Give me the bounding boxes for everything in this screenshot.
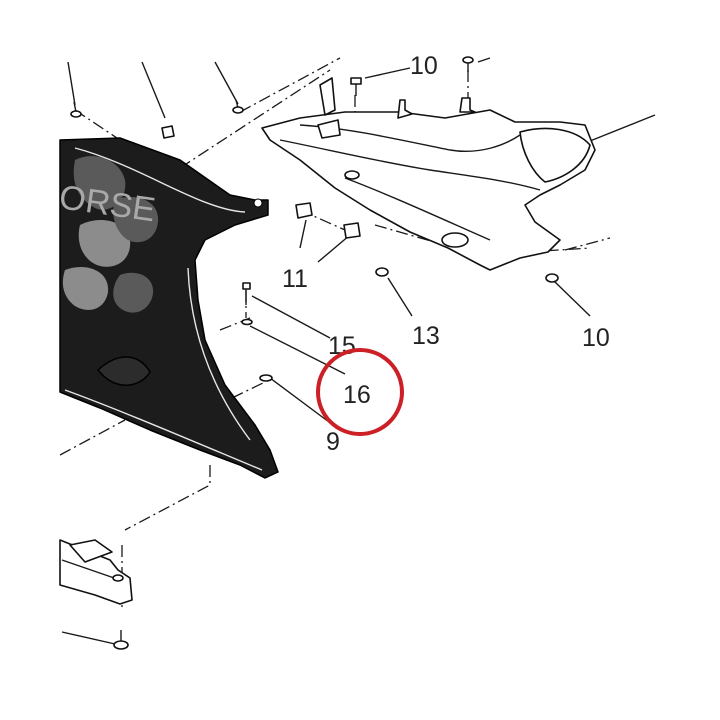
clip-nut-icon	[343, 222, 361, 239]
screw-icon	[545, 273, 559, 283]
callout-9: 9	[326, 428, 340, 456]
screw-icon	[350, 77, 362, 96]
highlight-circle	[316, 348, 404, 436]
screw-icon	[232, 99, 244, 114]
screw-icon	[375, 267, 389, 277]
side-fairing-panel: ORSE	[57, 137, 279, 479]
bolt-icon	[242, 282, 251, 305]
washer-icon	[259, 374, 273, 382]
screw-icon	[462, 56, 474, 72]
callout-13: 13	[412, 322, 440, 350]
screw-icon	[113, 630, 129, 650]
screw-icon	[70, 101, 82, 118]
assembly-guide-lines	[59, 57, 611, 610]
callout-10-top: 10	[410, 52, 438, 80]
callout-labels: 10 11 13 10 15 16 9	[282, 52, 610, 456]
hardware-items	[70, 56, 559, 650]
lower-bracket	[59, 539, 133, 605]
clip-nut-icon	[295, 202, 313, 219]
callout-10-right: 10	[582, 324, 610, 352]
clip-nut-icon	[161, 125, 175, 139]
belly-pan-tray	[261, 77, 596, 271]
washer-icon	[241, 318, 253, 326]
callout-16: 16	[343, 381, 371, 409]
callout-11: 11	[282, 265, 308, 293]
